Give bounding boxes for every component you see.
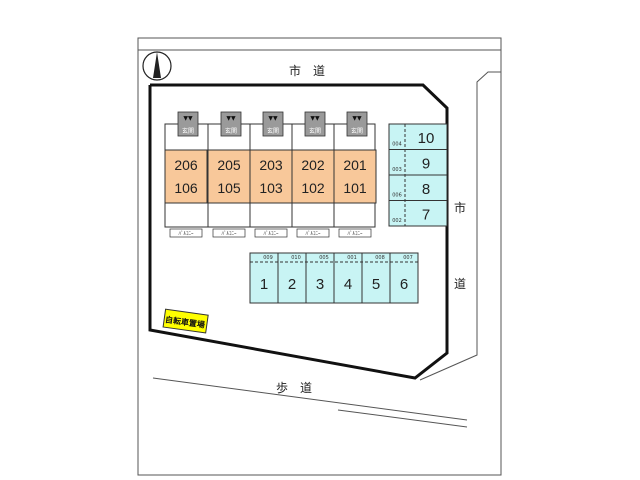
apartment-building: 206 106 205 105 203 103 202 102 201 101 ▼▼ 玄関 ▼▼ 玄関 ▼… (164, 111, 377, 238)
parking-space-code: 009 (263, 255, 273, 261)
balcony-label: ﾊﾞﾙｺﾆｰ (347, 230, 363, 237)
bicycle-parking-box (162, 308, 209, 334)
entrance-label: 玄関 (309, 127, 321, 135)
entrance-box (177, 111, 199, 137)
parking-space-number: 3 (316, 276, 324, 293)
entrance-arrow-icon: ▼▼ (310, 115, 320, 122)
site-boundary (148, 83, 449, 380)
parking-space-number: 7 (422, 206, 430, 223)
entrance-box (346, 111, 368, 137)
entrance-box (262, 111, 284, 137)
balcony-label: ﾊﾞﾙｺﾆｰ (178, 230, 194, 237)
balcony-label: ﾊﾞﾙｺﾆｰ (263, 230, 279, 237)
entrance-arrow-icon: ▼▼ (352, 115, 362, 122)
road-label-east-bottom: 道 (454, 277, 466, 291)
parking-space-code: 007 (403, 255, 413, 261)
unit-number-lower: 106 (174, 180, 198, 196)
unit-number-lower: 102 (301, 180, 325, 196)
road-label-north: 市 道 (289, 63, 325, 78)
parking-area-center: 1 009 2 010 3 005 4 001 5 008 6 007 (249, 252, 419, 304)
unit-number-upper: 205 (217, 157, 241, 173)
unit-block (207, 149, 251, 204)
balcony-label: ﾊﾞﾙｺﾆｰ (305, 230, 321, 237)
parking-space-number: 2 (288, 276, 296, 293)
unit-number-upper: 206 (174, 157, 198, 173)
parking-space-code: 002 (392, 218, 402, 224)
road-label-east-top: 市 (454, 200, 466, 215)
entrance-box (220, 111, 242, 137)
south-walk-line-1 (152, 377, 468, 421)
unit-block (164, 149, 208, 204)
balcony-box (169, 228, 203, 238)
south-walk-line-2 (337, 409, 468, 428)
balcony-box (296, 228, 330, 238)
entrance-label: 玄関 (182, 127, 194, 135)
parking-space-code: 010 (291, 255, 301, 261)
unit-number-lower: 105 (217, 180, 241, 196)
parking-space-number: 1 (260, 276, 268, 293)
parking-space-code: 008 (375, 255, 385, 261)
unit-block (333, 149, 377, 204)
entrance-arrow-icon: ▼▼ (183, 115, 193, 122)
road-label-south: 歩 道 (276, 380, 312, 395)
parking-space-number: 6 (400, 276, 408, 293)
entrance-label: 玄関 (267, 127, 279, 135)
unit-number-lower: 103 (259, 180, 283, 196)
north-arrow-icon (142, 51, 172, 81)
balcony-box (212, 228, 246, 238)
parking-space-number: 4 (344, 276, 352, 293)
balcony-box (254, 228, 288, 238)
east-road-line-outer (419, 71, 501, 381)
parking-space-code: 004 (392, 142, 402, 148)
entrance-arrow-icon: ▼▼ (268, 115, 278, 122)
map-frame (137, 37, 502, 476)
bicycle-parking: 自転車置場 (162, 308, 209, 334)
parking-space-number: 5 (372, 276, 380, 293)
balcony-box (338, 228, 372, 238)
parking-space-code: 005 (319, 255, 329, 261)
parking-area-right: 10 004 9 003 8 006 7 002 (388, 123, 448, 227)
parking-space-code: 001 (347, 255, 357, 261)
parking-space-code: 003 (392, 167, 402, 173)
parking-space-number: 9 (422, 155, 430, 172)
entrance-box (304, 111, 326, 137)
unit-block (291, 149, 335, 204)
balcony-label: ﾊﾞﾙｺﾆｰ (221, 230, 237, 237)
unit-number-upper: 202 (301, 157, 325, 173)
unit-block (249, 149, 293, 204)
parking-space-code: 006 (392, 193, 402, 199)
entrance-label: 玄関 (225, 127, 237, 135)
entrance-arrow-icon: ▼▼ (226, 115, 236, 122)
unit-number-upper: 203 (259, 157, 283, 173)
unit-number-upper: 201 (343, 157, 367, 173)
unit-number-lower: 101 (343, 180, 367, 196)
entrance-label: 玄関 (351, 127, 363, 135)
parking-space-number: 10 (418, 130, 435, 147)
parking-space-number: 8 (422, 181, 430, 198)
